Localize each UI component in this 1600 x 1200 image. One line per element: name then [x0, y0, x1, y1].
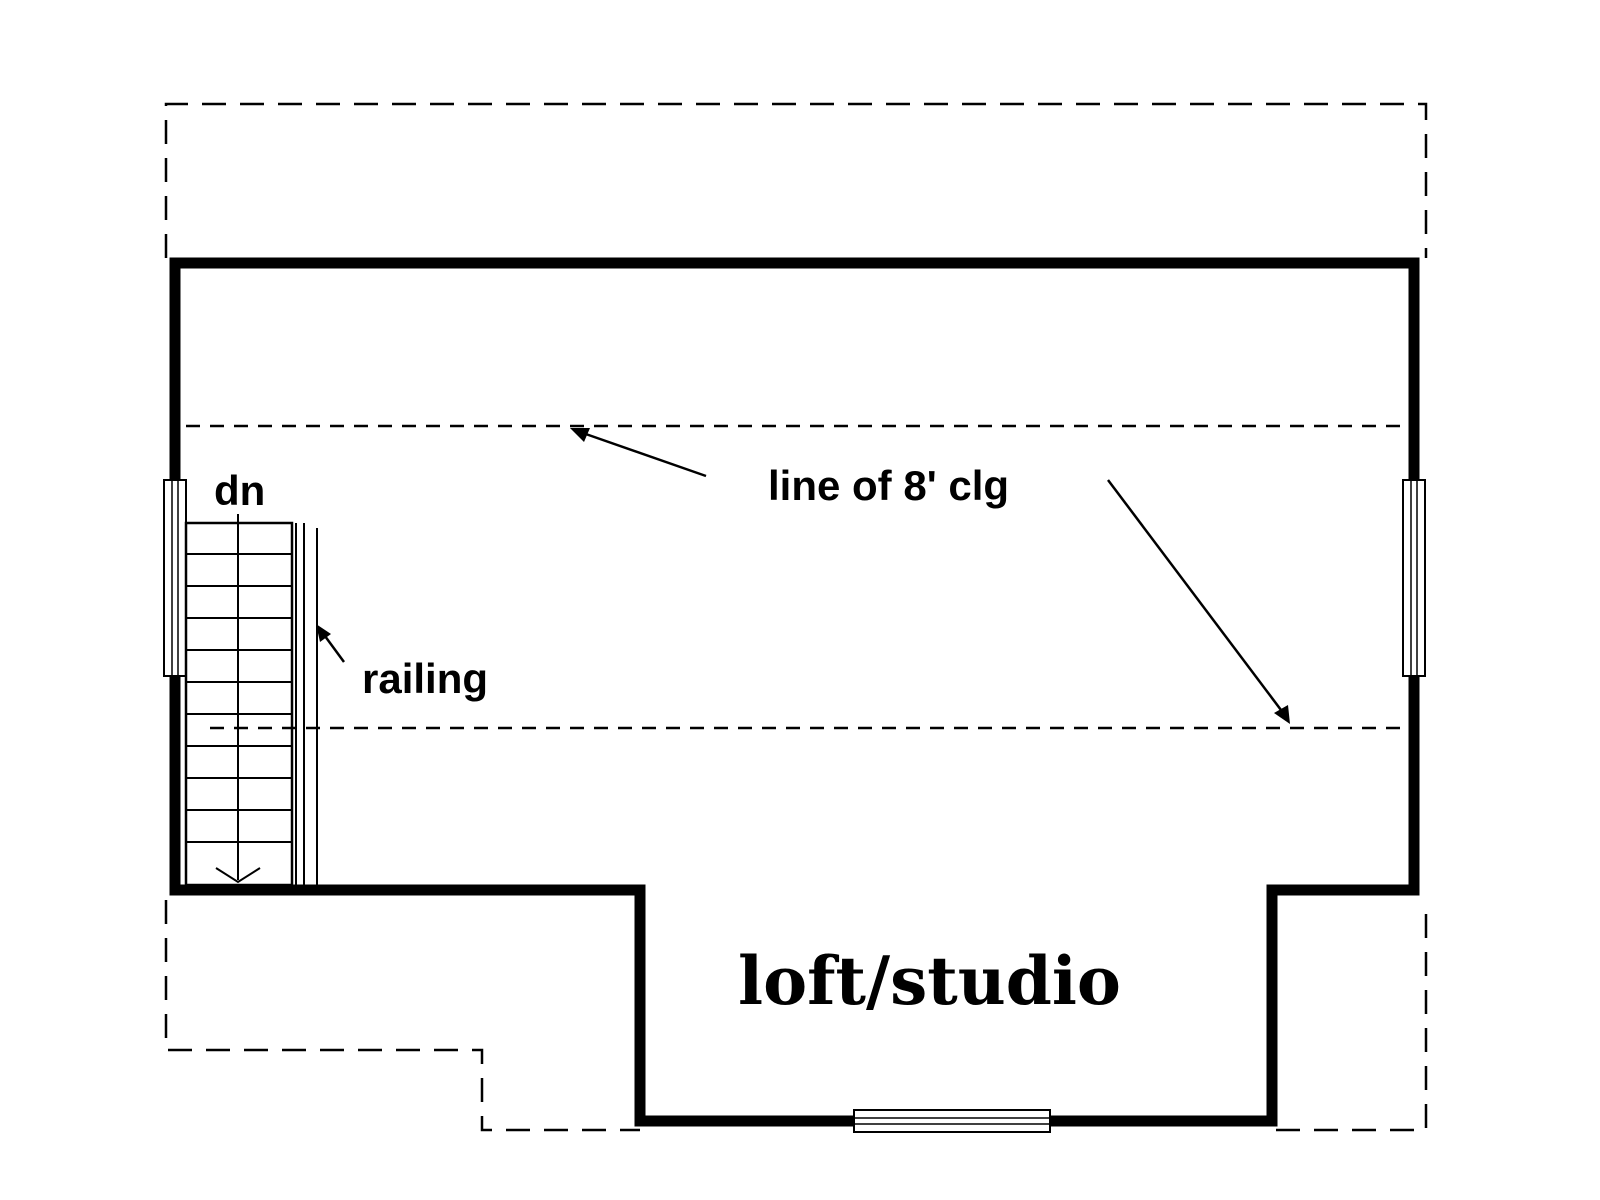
roof-overhang-outline	[164, 102, 1428, 1132]
window-bottom	[853, 1109, 1051, 1133]
stair-direction-arrowhead	[215, 867, 261, 884]
leader-arrow-railing	[316, 624, 346, 663]
window-left	[163, 479, 187, 677]
stair-direction-label: dn	[214, 467, 266, 514]
railing-label: railing	[362, 655, 489, 702]
railing	[295, 523, 318, 885]
room-name-label: loft/studio	[738, 942, 1121, 1020]
ceiling-line-label: line of 8' clg	[768, 462, 1010, 509]
leader-arrow-lower	[1107, 479, 1290, 724]
leader-arrow-upper	[570, 428, 707, 478]
exterior-wall	[169, 257, 1420, 1127]
window-right	[1402, 479, 1426, 677]
